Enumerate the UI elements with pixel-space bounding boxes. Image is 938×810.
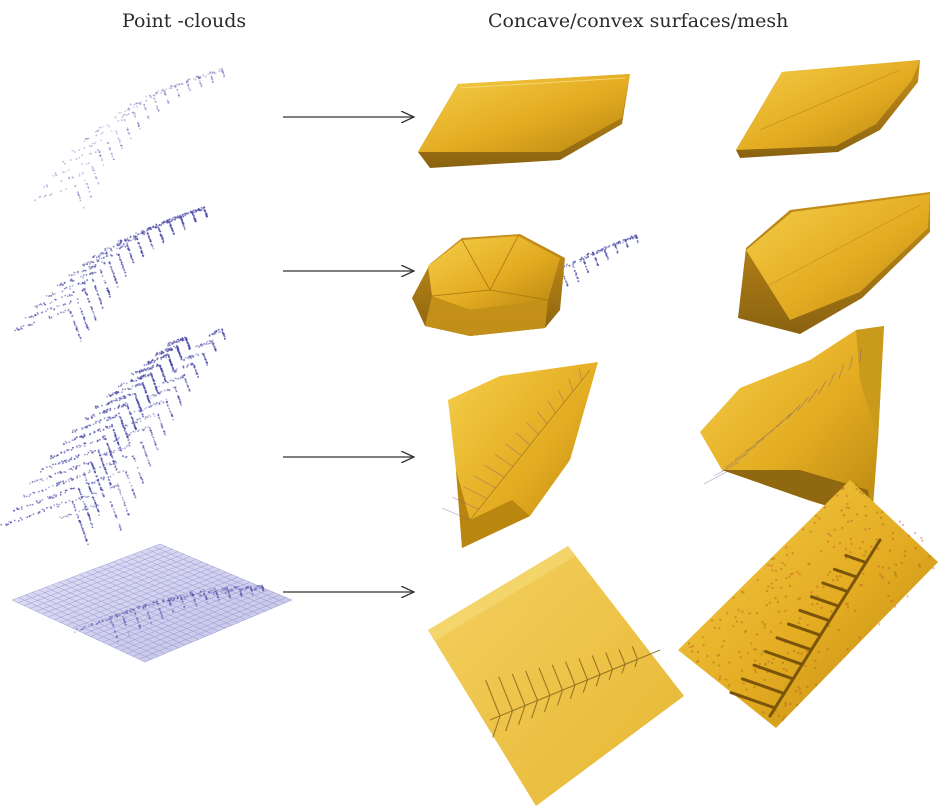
point-cloud-partial: [14, 206, 208, 342]
surface-row4-relief: [678, 480, 938, 728]
surface-row1-curved: [736, 60, 920, 158]
surface-row4-plate: [428, 546, 684, 806]
surface-row2-wedge: [738, 192, 930, 334]
point-cloud-sparse: [34, 68, 225, 209]
surface-row1-slab: [418, 74, 630, 168]
point-cloud-plane: [12, 544, 292, 662]
point-cloud-dense: [0, 328, 226, 545]
surface-row2-hull: [412, 234, 565, 336]
surface-row3-leaf: [442, 362, 598, 548]
